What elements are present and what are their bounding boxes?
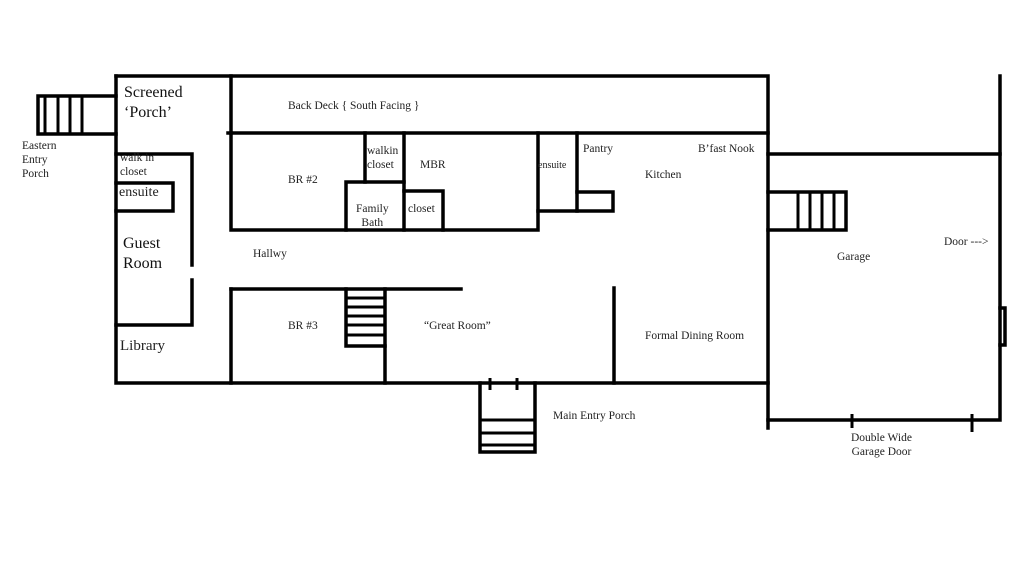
closet-label: closet <box>408 203 435 215</box>
label-line: Eastern <box>22 140 57 152</box>
door-label: Door ---> <box>944 236 989 248</box>
library-label: Library <box>120 338 165 354</box>
label-line: Entry <box>22 154 48 166</box>
mbr-label: MBR <box>420 159 446 171</box>
pantry-label: Pantry <box>583 143 614 155</box>
label-line: walkin <box>367 145 399 157</box>
screened-porch-label: Screened ‘Porch’ <box>124 83 183 123</box>
walls <box>36 74 1007 454</box>
kitchen-label: Kitchen <box>645 169 682 181</box>
formal-dining-room-label: Formal Dining Room <box>645 330 745 342</box>
label-line: Double Wide <box>851 432 912 444</box>
label-line: Bath <box>361 217 384 229</box>
label-line: closet <box>120 166 147 178</box>
mbr-ensuite-label: ensuite <box>538 160 567 171</box>
back-deck-label: Back Deck { South Facing } <box>288 100 420 112</box>
main-entry-porch-label: Main Entry Porch <box>553 410 636 422</box>
great-room-label: “Great Room” <box>424 320 491 332</box>
label-line: walk in <box>120 152 155 164</box>
mbr-walkin-closet-label: walkin closet <box>367 144 398 172</box>
label-line: Screened <box>124 84 183 101</box>
stairs <box>43 96 974 447</box>
label-line: Garage Door <box>851 446 912 458</box>
bfast-nook-label: B’fast Nook <box>698 143 755 155</box>
br2-label: BR #2 <box>288 174 318 186</box>
br3-label: BR #3 <box>288 320 318 332</box>
label-line: Room <box>123 255 163 272</box>
guest-ensuite-label: ensuite <box>119 185 159 200</box>
label-line: ‘Porch’ <box>124 104 172 121</box>
label-line: closet <box>367 159 394 171</box>
label-line: Porch <box>22 168 49 180</box>
walk-in-closet-label: walk in closet <box>120 151 154 179</box>
garage-label: Garage <box>837 251 871 263</box>
label-line: Guest <box>123 235 161 252</box>
label-line: Family <box>356 203 389 215</box>
hallway-label: Hallwy <box>253 248 287 260</box>
